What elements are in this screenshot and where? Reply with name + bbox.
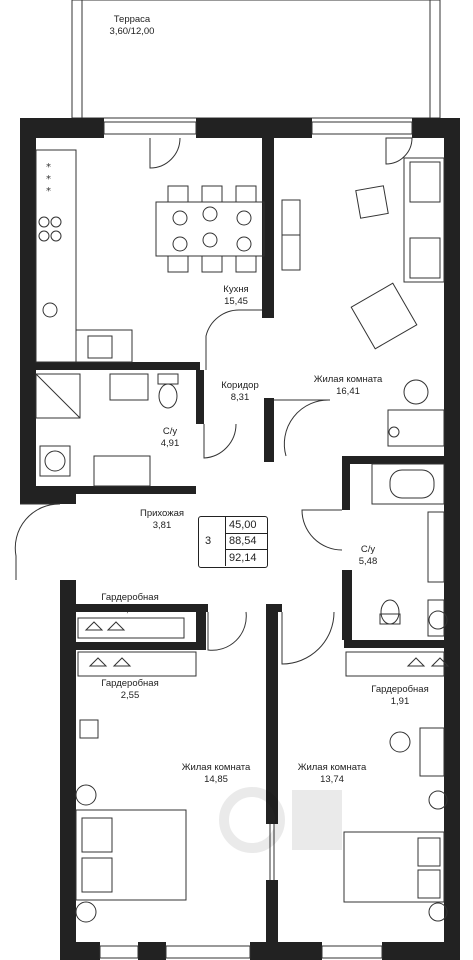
room-name: Жилая комната <box>297 762 367 773</box>
bath-top-furniture <box>35 373 179 487</box>
kitchen-label: Кухня 15,45 <box>176 284 296 308</box>
room-area: 3,81 <box>152 520 172 531</box>
room-name: Коридор <box>221 380 259 391</box>
kitchen-furniture <box>35 149 265 363</box>
room-area: 1,12 <box>120 604 140 615</box>
kitchen-stars: * * * <box>46 162 51 197</box>
room-area: 4,91 <box>160 438 180 449</box>
room-area: 13,74 <box>320 774 344 785</box>
room-area: 1,91 <box>390 696 410 707</box>
svg-text:*: * <box>46 174 51 185</box>
living-top-label: Жилая комната 16,41 <box>288 374 408 398</box>
room-name: С/у <box>360 544 376 555</box>
room-name: Терраса <box>113 14 151 25</box>
room-count: 3 <box>205 535 212 547</box>
living-left-label: Жилая комната 14,85 <box>156 762 276 786</box>
room-name: Кухня <box>223 284 249 295</box>
room-name: Прихожая <box>139 508 185 519</box>
room-area: 3,60/12,00 <box>109 26 155 37</box>
room-name: С/у <box>162 426 178 437</box>
wardrobe-rails <box>77 617 450 677</box>
bedroom-left-furniture <box>75 719 187 923</box>
room-name: Жилая комната <box>181 762 251 773</box>
windows <box>99 121 413 959</box>
corridor-label: Коридор 8,31 <box>180 380 300 404</box>
doors <box>14 137 413 880</box>
wardrobe-1-label: Гардеробная 1,12 <box>70 592 190 616</box>
terrace-label: Терраса 3,60/12,00 <box>72 14 192 38</box>
living-area-value: 45,00 <box>225 517 267 534</box>
svg-text:*: * <box>46 186 51 197</box>
living-top-furniture <box>281 157 445 447</box>
wardrobe-2-label: Гардеробная 2,55 <box>70 678 190 702</box>
room-area: 14,85 <box>204 774 228 785</box>
room-area: 16,41 <box>336 386 360 397</box>
room-area: 15,45 <box>224 296 248 307</box>
hallway-label: Прихожая 3,81 <box>102 508 222 532</box>
room-name: Жилая комната <box>313 374 383 385</box>
bath-right-furniture <box>371 463 448 637</box>
watermark-logo <box>219 787 342 853</box>
svg-text:*: * <box>46 162 51 173</box>
wardrobe-3-label: Гардеробная 1,91 <box>340 684 460 708</box>
room-area: 5,48 <box>358 556 378 567</box>
bath-right-label: С/у 5,48 <box>308 544 428 568</box>
room-name: Гардеробная <box>101 678 159 689</box>
bedroom-right-furniture <box>343 727 448 922</box>
room-name: Гардеробная <box>101 592 159 603</box>
interior-walls <box>36 138 444 950</box>
room-name: Гардеробная <box>371 684 429 695</box>
area-summary: 3 45,00 88,54 92,14 <box>198 516 268 568</box>
living-right-label: Жилая комната 13,74 <box>272 762 392 786</box>
room-area: 8,31 <box>230 392 250 403</box>
exterior-walls <box>20 118 460 960</box>
total-with-terrace-value: 92,14 <box>225 550 267 566</box>
total-area-value: 88,54 <box>225 533 267 550</box>
bath-top-label: С/у 4,91 <box>110 426 230 450</box>
room-area: 2,55 <box>120 690 140 701</box>
